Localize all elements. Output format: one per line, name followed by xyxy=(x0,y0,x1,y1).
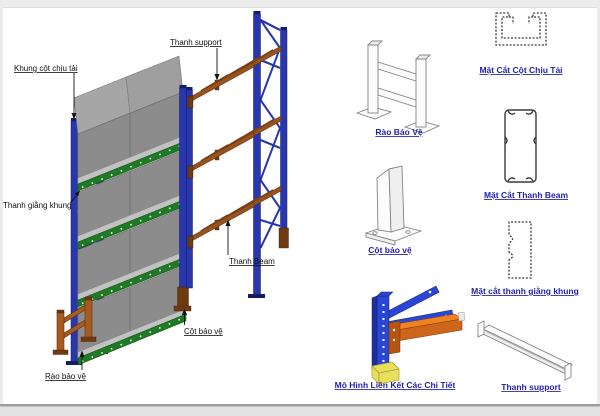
detail-guard-rail-label: Rào Bảo Vệ xyxy=(375,127,423,137)
empty-bay-left-post xyxy=(186,89,193,289)
detail-guard-rail: Rào Bảo Vệ xyxy=(355,40,441,137)
guard-rail-model xyxy=(52,296,97,355)
right-upright-frame xyxy=(248,11,289,298)
detail-upright-section-label: Mặt Cắt Cột Chịu Tải xyxy=(479,64,562,75)
callout-frame-bracing-label: Thanh giằng khung xyxy=(3,201,72,210)
detail-upright-section: Mặt Cắt Cột Chịu Tải xyxy=(479,12,563,75)
callout-beam: Thanh Beam xyxy=(225,219,275,266)
callout-guard-rail: Rào bảo vệ xyxy=(45,350,86,381)
callout-guard-post: Cột bảo vệ xyxy=(182,308,223,336)
detail-connection-model: Mô Hình Liên Kết Các Chi Tiết xyxy=(335,285,466,390)
callout-support-bar: Thanh support xyxy=(170,38,222,81)
detail-beam-section-label: Mặt Cắt Thanh Beam xyxy=(484,189,569,200)
callouts: Khung cột chịu tải Thanh support Thanh g… xyxy=(3,38,275,381)
beam-levels xyxy=(187,45,282,249)
detail-support-bar-label: Thanh support xyxy=(501,382,561,392)
callout-guard-post-label: Cột bảo vệ xyxy=(184,327,223,336)
empty-rack xyxy=(186,11,289,298)
load-boxes xyxy=(73,55,187,366)
detail-bracing-section: Mặt cắt thanh giằng khung xyxy=(471,221,579,296)
callout-load-frame-label: Khung cột chịu tải xyxy=(14,64,78,73)
detail-guard-post-label: Cột bảo vệ xyxy=(368,245,412,255)
detail-guard-post: Cột bảo vệ xyxy=(364,165,423,255)
detail-connection-model-label: Mô Hình Liên Kết Các Chi Tiết xyxy=(335,380,456,390)
callout-guard-rail-label: Rào bảo vệ xyxy=(45,372,86,381)
loaded-rack xyxy=(52,55,192,366)
callout-support-bar-label: Thanh support xyxy=(170,38,222,47)
callout-frame-bracing: Thanh giằng khung xyxy=(3,190,80,210)
callout-load-frame: Khung cột chịu tải xyxy=(14,64,78,120)
detail-support-bar: Thanh support xyxy=(477,320,573,392)
detail-bracing-section-label: Mặt cắt thanh giằng khung xyxy=(471,285,579,296)
detail-beam-section: Mặt Cắt Thanh Beam xyxy=(484,109,569,200)
callout-beam-label: Thanh Beam xyxy=(229,257,275,266)
